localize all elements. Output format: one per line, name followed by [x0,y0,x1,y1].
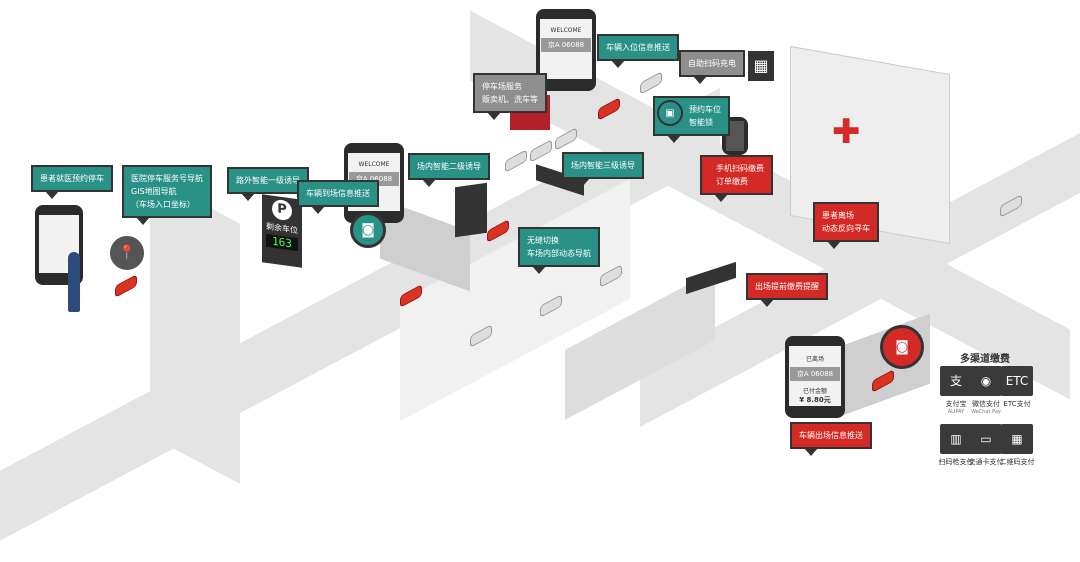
callout-guide3: 场内智能三级诱导 [562,152,644,186]
callout-text: 患者离场 [822,211,854,220]
map-pin-icon: 📍 [110,236,144,270]
callout-text: 贩卖机、洗车等 [482,95,538,104]
payment-icon: ETC [1001,366,1033,396]
road-cross [150,176,240,484]
payment-icon: ▭ [970,424,1002,454]
payment-label: 二维码支付 [999,458,1035,466]
callout-text: 手机扫码缴费 [716,164,764,173]
callout-exit-warning: 出场提前缴费提醒 [746,273,828,307]
callout-text: 无缝切换 [527,236,559,245]
callout-text: GIS地图导航 [131,187,177,196]
exit-phone: 已离场京A 06088 已付金额 ¥ 8.80元 [785,336,845,418]
plate-number: 京A 06088 [790,367,840,381]
callout-text: 医院停车服务号导航 [131,174,203,183]
callout-guide2: 场内智能二级诱导 [408,153,490,187]
callout-find-car: 患者离场动态反向寻车 [813,202,879,249]
payment-icon: ▦ [1001,424,1033,454]
payment-method: ▭ 交通卡支付 [963,424,1009,467]
payment-sub: WeChat Pay [971,409,1001,415]
car [640,71,662,95]
callout-text: 智能锁 [689,118,713,127]
payment-label: ETC支付 [1003,400,1031,408]
callout-park-push: 车辆入位信息推送 [597,34,679,68]
camera-icon: ◙ [880,325,924,369]
callout-text: 场内智能三级诱导 [571,161,635,170]
callout-charge: 自助扫码充电 [679,50,745,84]
payment-label: 交通卡支付 [968,458,1004,466]
inner-sign [455,182,487,238]
payment-method: ▦ 二维码支付 [994,424,1040,467]
callout-service: 停车场服务贩卖机、洗车等 [473,73,547,120]
paid-amount: ¥ 8.80元 [799,396,831,404]
payment-icon: 支 [940,366,972,396]
payment-label: 支付宝 [945,400,967,408]
callout-text: 车辆到场信息推送 [306,189,370,198]
paid-label: 已付金额 [802,388,827,395]
callout-lock: 预约车位智能锁 [653,96,730,143]
exit-garage [840,313,930,417]
car [505,149,527,173]
payment-icon: ◉ [970,366,1002,396]
payment-title: 多渠道缴费 [960,354,1010,365]
exit-title: 已离场 [805,356,824,363]
callout-navigation: 医院停车服务号导航 GIS地图导航 （车场入口坐标） [122,165,212,225]
callout-text: 预约车位 [689,105,721,114]
payment-method: ▥ 扫码枪支付 [933,424,979,467]
payment-label: 扫码枪支付 [938,458,974,466]
parking-lock-icon: ▣ [657,100,683,126]
callout-text: 动态反向寻车 [822,224,870,233]
welcome-text: WELCOME [358,161,390,168]
callout-text: 停车场服务 [482,82,522,91]
payment-method: ETC ETC支付 [994,366,1040,409]
patient-figure [68,252,80,312]
callout-scan-pay: 手机扫码缴费订单缴费 [700,155,773,202]
camera-icon: ◙ [350,212,386,248]
callout-text: 路外智能一级诱导 [236,176,300,185]
callout-seamless: 无缝切换车场内部动态导航 [518,227,600,274]
scan-phone [722,117,748,155]
callout-guide1: 路外智能一级诱导 [227,167,309,201]
callout-text: 自助扫码充电 [688,59,736,68]
callout-text: 出场提前缴费提醒 [755,282,819,291]
callout-text: 订单缴费 [716,177,748,186]
callout-text: 车辆出场信息推送 [799,431,863,440]
callout-text: 车场内部动态导航 [527,249,591,258]
payment-label: 微信支付 [972,400,1000,408]
welcome-text: WELCOME [550,27,582,34]
payment-sub: ALIPAY [947,409,965,415]
callout-text: 患者就医预约停车 [40,174,104,183]
car [115,274,137,298]
callout-reserve: 患者就医预约停车 [31,165,113,199]
callout-text: 车辆入位信息推送 [606,43,670,52]
parking-sign: P 剩余车位 163 [262,194,302,268]
sign-count: 163 [266,233,298,252]
callout-text: （车场入口坐标） [131,200,195,209]
callout-exit-push: 车辆出场信息推送 [790,422,872,456]
payment-icon: ▥ [940,424,972,454]
car [530,139,552,163]
red-cross-icon: ✚ [832,112,861,152]
callout-text: 场内智能二级诱导 [417,162,481,171]
callout-arrive: 车辆到场信息推送 [297,180,379,214]
parking-p-icon: P [272,198,292,222]
plate-number: 京A 06088 [541,38,591,52]
qr-code-icon: ▦ [748,51,774,81]
